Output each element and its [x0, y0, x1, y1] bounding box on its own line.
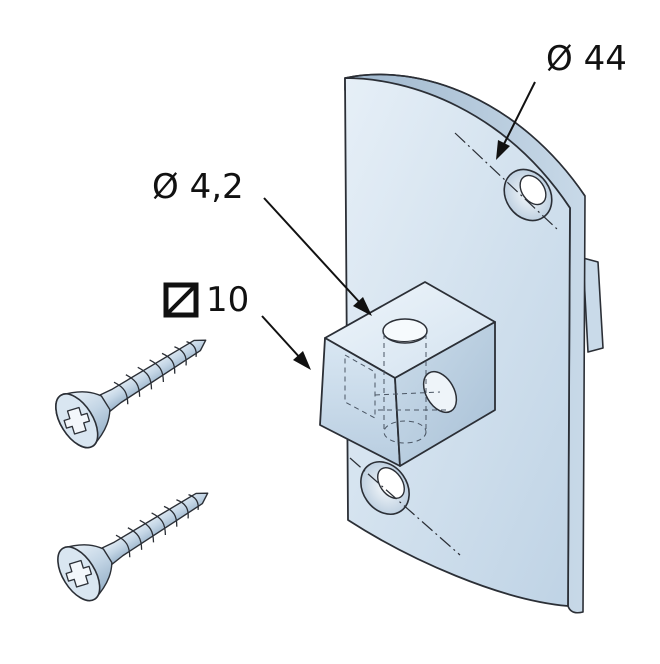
- dimension-label-10: 10: [206, 280, 250, 320]
- upper-plate-hole: [454, 132, 559, 231]
- hidden-bore-lines: [344, 334, 446, 444]
- screw-upper: [55, 339, 207, 449]
- leader-arrow-42: [263, 197, 372, 316]
- square-with-diagonal-icon: [163, 282, 199, 318]
- leader-arrow-44: [496, 81, 536, 160]
- lower-plate-hole: [349, 457, 461, 556]
- rear-tab: [582, 257, 604, 353]
- leader-arrow-10: [261, 315, 311, 370]
- square-block: [319, 281, 496, 467]
- screw-lower: [57, 492, 209, 602]
- dimension-label-4-2: Ø 4,2: [152, 167, 244, 207]
- dimension-label-44: Ø 44: [546, 39, 627, 79]
